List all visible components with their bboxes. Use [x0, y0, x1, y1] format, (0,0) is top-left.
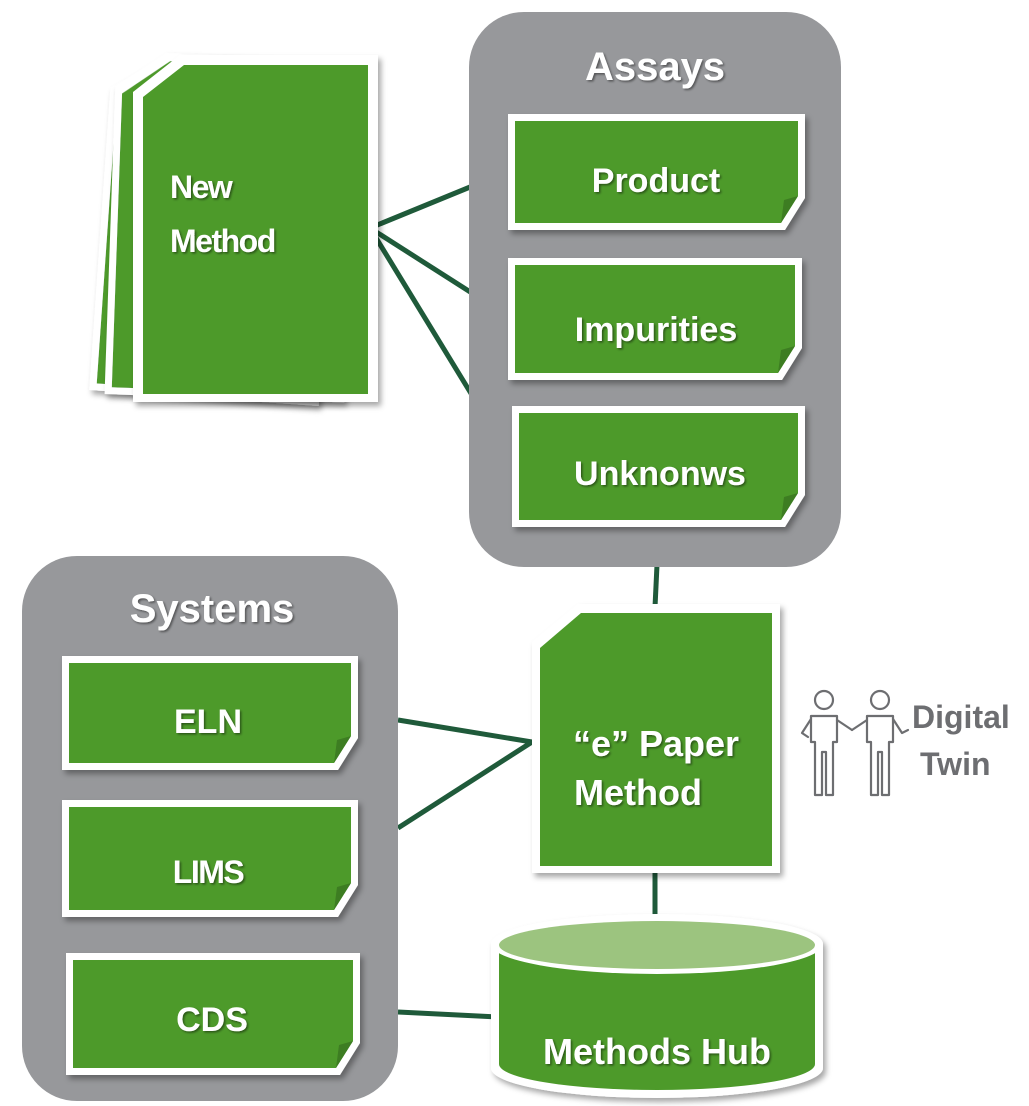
connector-lims-epaper [396, 739, 534, 831]
connector-eln-epaper [397, 717, 533, 745]
assay-unknowns-card [512, 406, 805, 527]
digital-twin-label-line1: Digital [912, 699, 1010, 735]
assay-product-card [508, 114, 805, 230]
systems-title: Systems [130, 587, 295, 631]
connector-newmethod-impurities [368, 225, 477, 298]
digital-twin-label-line2: Twin [920, 746, 991, 782]
new-method-label-line1: New [170, 169, 233, 205]
connectors [367, 182, 660, 1020]
connector-newmethod-product [369, 182, 476, 231]
system-cds-label: CDS [176, 1001, 248, 1039]
methods-hub-label: Methods Hub [543, 1031, 771, 1072]
methods-hub-database: Methods Hub [491, 914, 823, 1098]
connector-newmethod-unknowns [367, 226, 478, 402]
connector-cds-hub [397, 1009, 499, 1020]
new-method-label-line2: Method [170, 223, 275, 259]
assays-title: Assays [585, 45, 725, 89]
assay-unknowns-label: Unknonws [574, 455, 746, 493]
digital-twin-group: Digital Twin [800, 689, 1010, 797]
e-paper-label-line2: Method [574, 772, 702, 813]
new-method-document-stack: New Method [89, 53, 378, 406]
database-cylinder-icon [491, 914, 823, 1098]
e-paper-method-document: “e” Paper Method [532, 604, 780, 873]
e-paper-label-line1: “e” Paper [573, 723, 739, 764]
assay-impurities-card [508, 258, 802, 380]
system-lims-card [62, 800, 358, 917]
connector-assays-epaper [652, 564, 660, 608]
system-cds-card [66, 953, 360, 1075]
system-lims-label: LIMS [173, 854, 245, 890]
assays-panel: Assays Product Impurities Unknonws [469, 12, 841, 567]
system-eln-card [62, 656, 358, 770]
system-eln-label: ELN [174, 703, 242, 741]
systems-panel: Systems ELN LIMS CDS [22, 556, 398, 1101]
document-sheet-front [133, 55, 378, 402]
assay-impurities-label: Impurities [575, 311, 737, 349]
two-people-icon [800, 689, 910, 797]
assay-product-label: Product [592, 162, 720, 200]
